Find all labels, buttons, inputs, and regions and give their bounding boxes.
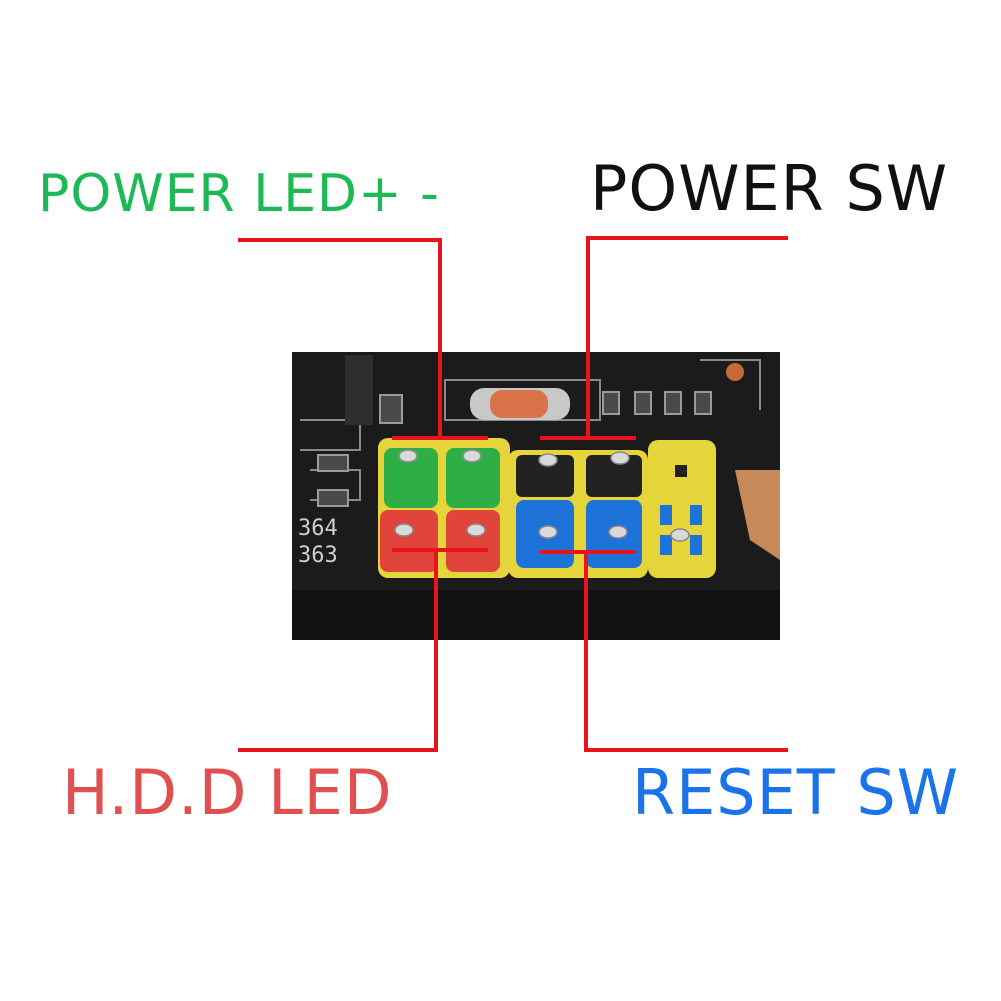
power-led-minus-pad bbox=[446, 448, 500, 508]
leader-hdd-led bbox=[238, 550, 438, 752]
reset-sw-label: RESET SW bbox=[632, 756, 960, 829]
pin-marker bbox=[690, 505, 702, 525]
smd-parts bbox=[317, 391, 712, 507]
hdd-led-minus-pad bbox=[446, 510, 500, 572]
power-led-label: POWER LED+ - bbox=[38, 164, 440, 224]
leader-power-sw bbox=[586, 236, 788, 438]
pcb-component bbox=[345, 355, 373, 425]
key-pin-marker bbox=[675, 465, 687, 477]
diode-body bbox=[490, 390, 548, 418]
silkscreen-bottom: 363 bbox=[298, 543, 338, 568]
header-pins bbox=[394, 449, 690, 542]
pin-marker bbox=[660, 505, 672, 525]
leader-reset-sw bbox=[584, 552, 788, 752]
silkscreen-top: 364 bbox=[298, 516, 338, 541]
hdd-led-plus-pad bbox=[380, 510, 438, 572]
power-led-plus-pad bbox=[384, 448, 438, 508]
pin-marker bbox=[660, 535, 672, 555]
pcb-shadow bbox=[292, 590, 780, 640]
pcb-via bbox=[726, 363, 744, 381]
power-sw-pad-1 bbox=[516, 455, 574, 497]
hdd-led-label: H.D.D LED bbox=[62, 756, 393, 829]
power-sw-pad-2 bbox=[586, 455, 642, 497]
pcb-part bbox=[735, 470, 780, 560]
pin-marker bbox=[690, 535, 702, 555]
power-sw-label: POWER SW bbox=[590, 152, 949, 225]
leader-power-led bbox=[238, 238, 442, 438]
header-block-right bbox=[648, 440, 716, 578]
leader-lines bbox=[238, 236, 788, 752]
